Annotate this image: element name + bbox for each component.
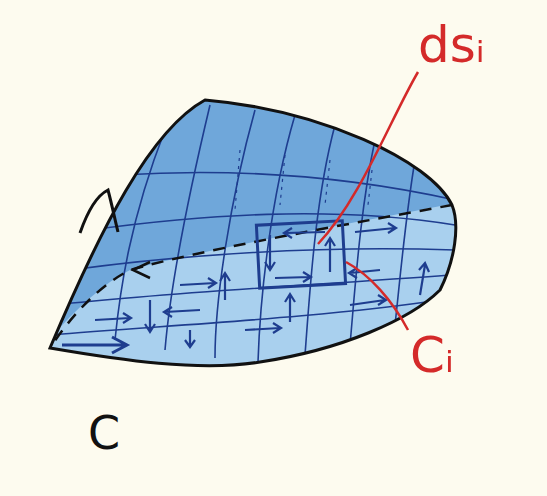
- element-boundary-label: Cᵢ: [410, 330, 454, 380]
- hidden-boundary: [52, 205, 452, 345]
- boundary-arrow: [62, 337, 127, 353]
- surface-boundary: [50, 100, 456, 366]
- boundary-label: C: [88, 410, 120, 456]
- boundary-arrow: [80, 190, 118, 233]
- circulation-arrows: [95, 223, 429, 347]
- surface-element: [256, 221, 345, 288]
- leader-line: [346, 262, 408, 330]
- surface-element-label: dsᵢ: [418, 20, 485, 70]
- boundary-arrow: [133, 262, 150, 278]
- leader-line: [318, 72, 418, 244]
